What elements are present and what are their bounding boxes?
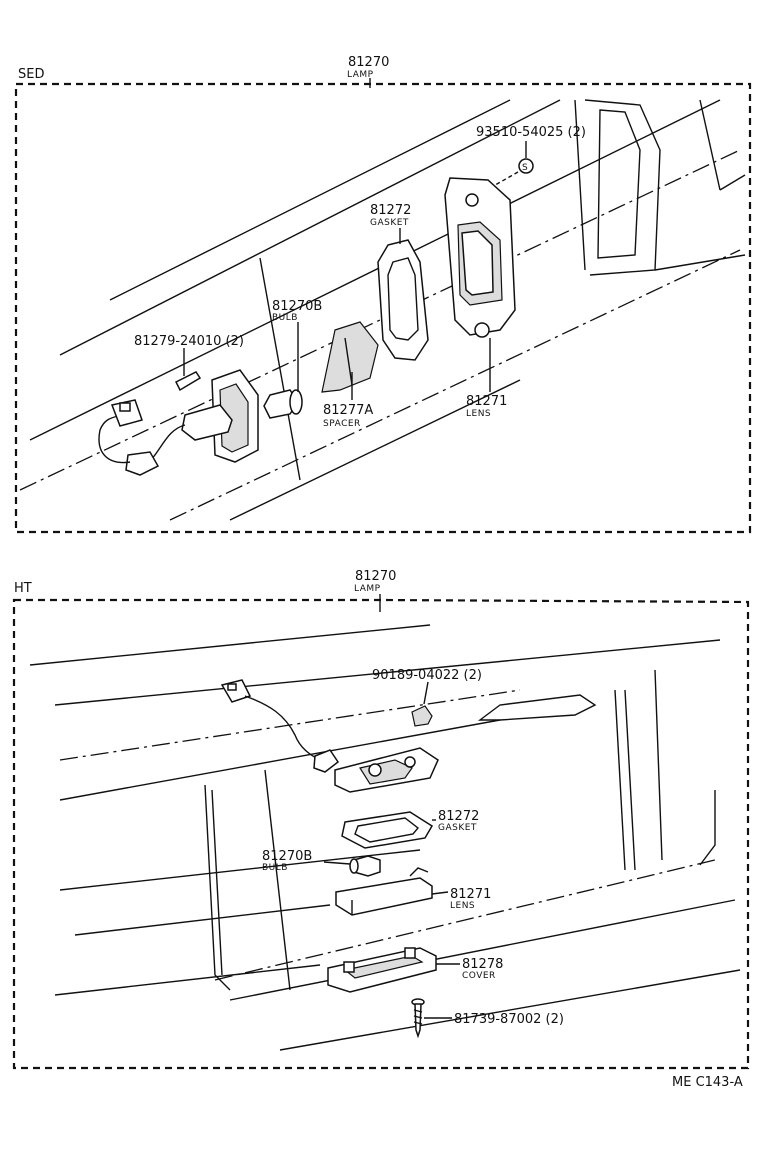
sed-bulb-part xyxy=(263,389,303,419)
sed-spacer-name: SPACER xyxy=(323,419,361,429)
ht-gasket-name: GASKET xyxy=(438,823,477,833)
sed-lens-part xyxy=(444,177,516,338)
ht-lens-leader xyxy=(431,891,449,895)
sed-lens-name: LENS xyxy=(466,409,491,419)
sed-gasket-part xyxy=(377,239,429,361)
ht-nut-label: 90189-04022 (2) xyxy=(372,668,482,683)
ht-cover-part xyxy=(327,947,437,993)
ht-gasket-part xyxy=(341,811,434,849)
sed-bulb-code: 81270B xyxy=(272,299,322,314)
figure-code: ME C143-A xyxy=(672,1075,743,1090)
sed-gasket-code: 81272 xyxy=(370,203,411,218)
ht-section: HT 81270 LAMP xyxy=(12,569,750,1070)
ht-assembly-code: 81270 xyxy=(355,569,396,584)
sed-socket-harness xyxy=(98,369,259,476)
sed-spacer-part xyxy=(321,321,379,393)
sed-s-mark-icon xyxy=(518,158,534,174)
sed-boundary xyxy=(14,82,752,534)
ht-lens-part xyxy=(335,867,433,916)
ht-assembly-name: LAMP xyxy=(354,584,381,594)
ht-lens-code: 81271 xyxy=(450,887,491,902)
ht-gasket-code: 81272 xyxy=(438,809,479,824)
sed-bolt-part xyxy=(174,371,202,392)
ht-lens-name: LENS xyxy=(450,901,475,911)
ht-bulb-part xyxy=(349,855,381,877)
ht-cover-name: COVER xyxy=(462,971,496,981)
ht-boundary xyxy=(12,598,750,1070)
ht-cover-code: 81278 xyxy=(462,957,503,972)
ht-body-panel xyxy=(29,624,741,1051)
ht-nut-part xyxy=(411,705,433,727)
sed-screw-s-label: 93510-54025 (2) xyxy=(476,125,586,140)
ht-screw-part xyxy=(411,998,425,1039)
ht-nut-leader xyxy=(423,681,429,705)
ht-socket-harness xyxy=(220,679,439,793)
ht-bulb-leader xyxy=(323,861,351,865)
sed-assembly-code: 81270 xyxy=(348,55,389,70)
sed-spacer-code: 81277A xyxy=(323,403,373,418)
sed-body-panel xyxy=(19,99,746,521)
sed-screw-s-dashline xyxy=(489,171,519,189)
sed-lens-code: 81271 xyxy=(466,394,507,409)
sed-s-mark-label: S xyxy=(522,163,528,173)
sed-section: SED 81270 LAMP S 93510-54025 (2) xyxy=(14,55,752,534)
sed-bolt-label: 81279-24010 (2) xyxy=(134,334,244,349)
ht-section-tag: HT xyxy=(14,581,32,596)
sed-assembly-name: LAMP xyxy=(347,70,374,80)
ht-bulb-name: BULB xyxy=(262,863,288,873)
sed-gasket-name: GASKET xyxy=(370,218,409,228)
ht-bulb-code: 81270B xyxy=(262,849,312,864)
sed-section-tag: SED xyxy=(18,67,44,82)
ht-screw-label: 81739-87002 (2) xyxy=(454,1012,564,1027)
sed-bulb-name: BULB xyxy=(272,313,298,323)
